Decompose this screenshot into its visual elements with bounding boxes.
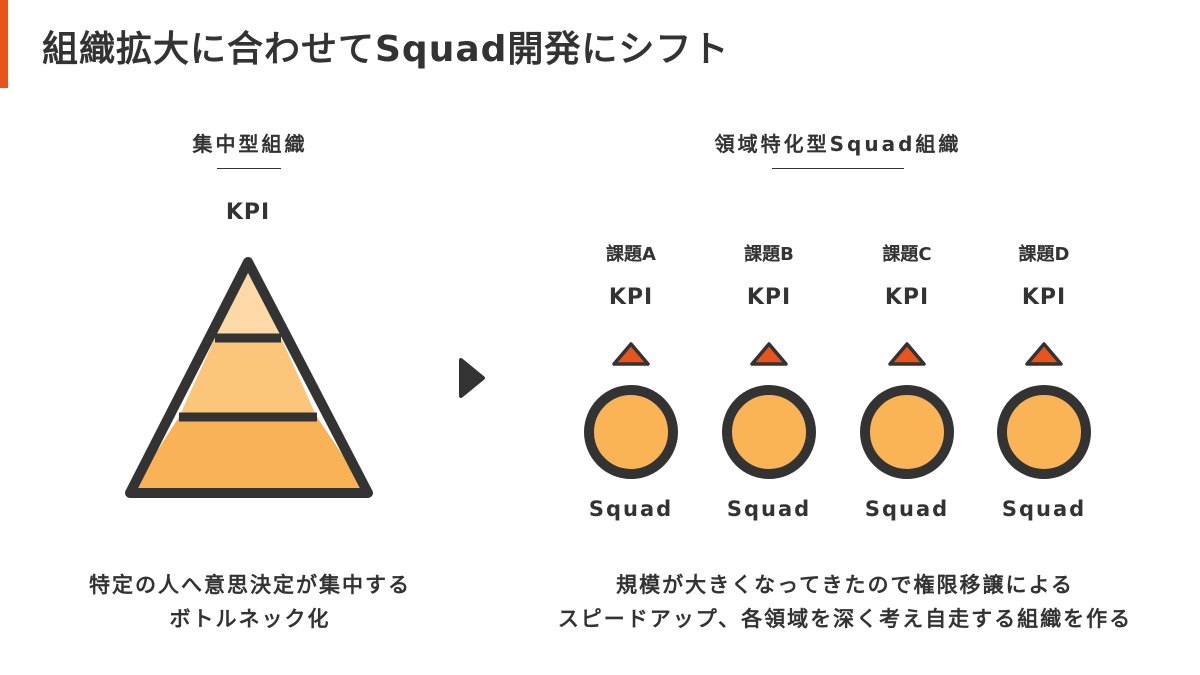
squad-arrow-d bbox=[1025, 342, 1063, 366]
squad-label-c: Squad bbox=[864, 497, 950, 521]
squad-arrow-b bbox=[750, 342, 788, 366]
squad-topic-b: 課題B bbox=[744, 244, 794, 265]
squad-kpi-b: KPI bbox=[746, 285, 792, 310]
left-heading-rule bbox=[217, 168, 281, 169]
squad-topic-a: 課題A bbox=[606, 244, 656, 265]
right-heading: 領域特化型Squad組織 bbox=[714, 132, 962, 156]
squad-kpi-d: KPI bbox=[1021, 285, 1067, 310]
right-caption: 規模が大きくなってきたので権限移譲による スピードアップ、各領域を深く考え自走す… bbox=[505, 568, 1185, 636]
squad-circle-d bbox=[997, 385, 1091, 479]
squad-kpi-c: KPI bbox=[884, 285, 930, 310]
pyramid-tier-top bbox=[215, 262, 281, 338]
left-caption-line-1: 特定の人へ意思決定が集中する bbox=[89, 573, 411, 597]
right-heading-rule bbox=[772, 168, 904, 169]
accent-bar bbox=[0, 0, 8, 88]
slide-title: 組織拡大に合わせてSquad開発にシフト bbox=[42, 29, 730, 70]
left-caption: 特定の人へ意思決定が集中する ボトルネック化 bbox=[40, 568, 460, 636]
squad-circle-a bbox=[584, 385, 678, 479]
squad-arrow-c bbox=[888, 342, 926, 366]
right-caption-line-2: スピードアップ、各領域を深く考え自走する組織を作る bbox=[557, 607, 1133, 631]
play-arrow-icon bbox=[459, 358, 485, 398]
squad-label-a: Squad bbox=[588, 497, 674, 521]
pyramid-outline bbox=[125, 257, 373, 498]
squad-circle-b bbox=[722, 385, 816, 479]
squad-circle-c bbox=[860, 385, 954, 479]
right-caption-line-1: 規模が大きくなってきたので権限移譲による bbox=[616, 573, 1074, 597]
squad-kpi-a: KPI bbox=[608, 285, 654, 310]
pyramid-tier-bottom bbox=[130, 417, 368, 493]
squad-label-b: Squad bbox=[726, 497, 812, 521]
left-caption-line-2: ボトルネック化 bbox=[169, 607, 331, 631]
squad-topic-d: 課題D bbox=[1018, 244, 1070, 265]
squad-topic-c: 課題C bbox=[882, 244, 932, 265]
left-heading: 集中型組織 bbox=[192, 132, 308, 156]
pyramid-tier-middle bbox=[179, 338, 317, 417]
left-kpi-label: KPI bbox=[225, 200, 271, 225]
squad-arrow-a bbox=[612, 342, 650, 366]
squad-label-d: Squad bbox=[1001, 497, 1087, 521]
pyramid bbox=[125, 257, 373, 498]
